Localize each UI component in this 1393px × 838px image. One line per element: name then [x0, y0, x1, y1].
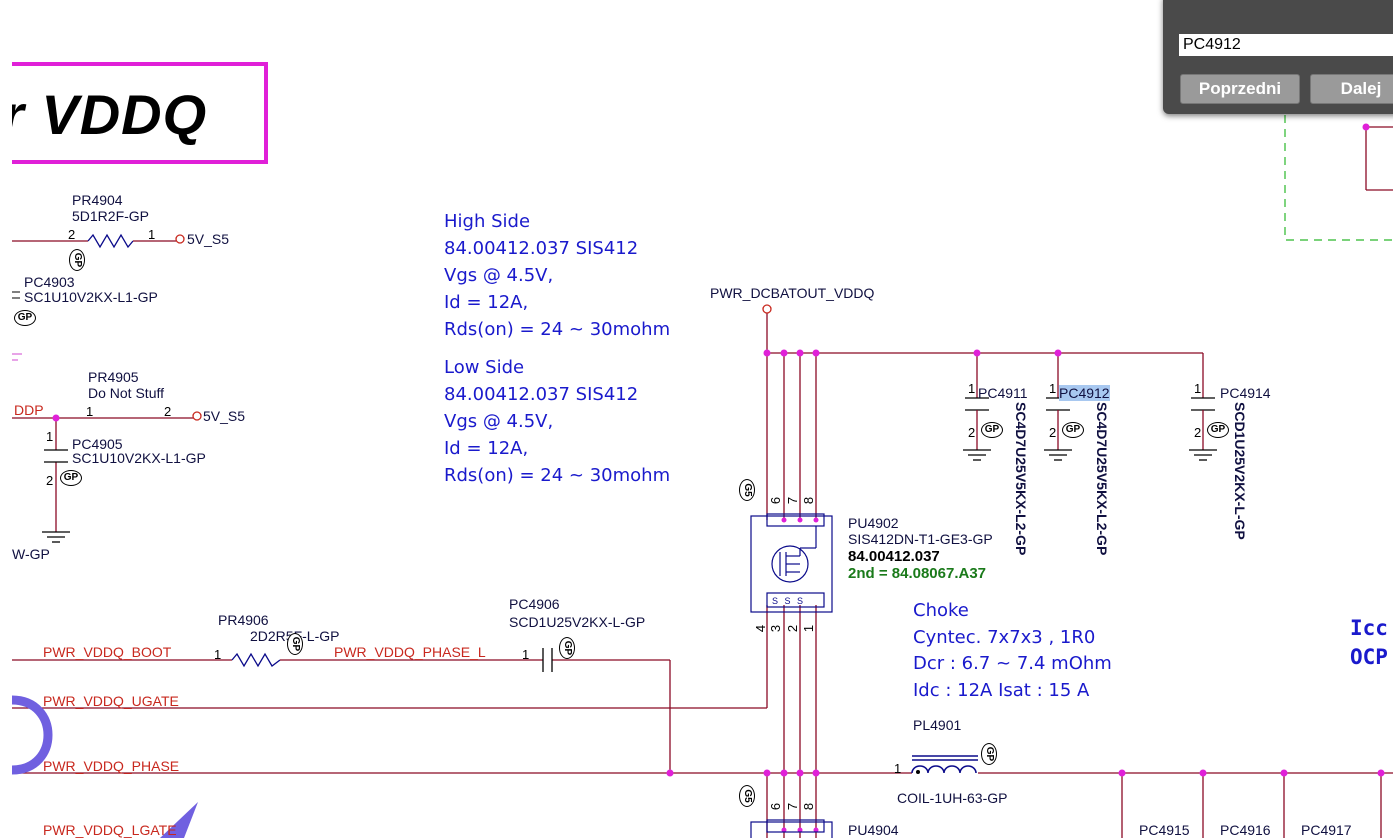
net-phase: PWR_VDDQ_PHASE	[43, 758, 180, 774]
pc4912-pin2: 2	[1049, 425, 1057, 440]
previous-button[interactable]: Poprzedni	[1180, 74, 1300, 104]
gp-badge: GP	[14, 310, 36, 326]
gp-badge: GP	[287, 633, 303, 655]
pc4905-pin2: 2	[46, 473, 54, 488]
mosfet-pin2: 2	[785, 624, 801, 633]
mosfet-source-label: S S S	[772, 596, 806, 606]
ocp-note: OCP	[1350, 645, 1388, 669]
net-boot: PWR_VDDQ_BOOT	[43, 644, 172, 660]
pc4914-pin2: 2	[1194, 425, 1202, 440]
high-side-note-3: Id = 12A,	[444, 292, 529, 313]
wgp-net: W-GP	[12, 546, 50, 562]
low-side-note-0: Low Side	[444, 357, 525, 378]
pr4904-pin1: 1	[148, 227, 156, 242]
mosfet-pin6: 6	[768, 496, 784, 505]
mosfet-pin7: 7	[785, 496, 801, 505]
mosfet-pin4: 4	[753, 624, 769, 633]
mosfet-ref: PU4902	[848, 515, 899, 531]
pr4904-ref: PR4904	[72, 192, 123, 208]
low-side-note-3: Id = 12A,	[444, 438, 529, 459]
pc4914-ref: PC4914	[1220, 385, 1271, 401]
mosfet2-ref: PU4904	[848, 822, 899, 838]
mosfet-value: SIS412DN-T1-GE3-GP	[848, 531, 993, 547]
high-side-note-2: Vgs @ 4.5V,	[444, 265, 554, 286]
mosfet2-pin7: 7	[785, 802, 801, 811]
pc4915-ref: PC4915	[1139, 822, 1190, 838]
choke-note-0: Choke	[913, 600, 969, 621]
pc4914-value: SCD1U25V2KX-L-GP	[1232, 402, 1248, 540]
pc4903-value: SC1U10V2KX-L1-GP	[24, 289, 158, 305]
mosfet-pin8: 8	[801, 496, 817, 505]
pr4904-value: 5D1R2F-GP	[72, 208, 150, 224]
gp-badge: GP	[1207, 422, 1229, 438]
pc4905-pin1: 1	[46, 429, 54, 444]
pr4904-pin2: 2	[68, 227, 76, 242]
choke-note-1: Cyntec. 7x7x3 , 1R0	[913, 627, 1096, 648]
pc4911-value: SC4D7U25V5KX-L2-GP	[1013, 402, 1029, 556]
mosfet-g-badge: G5	[739, 479, 755, 501]
find-input[interactable]: PC4912	[1179, 34, 1393, 56]
gp-badge: GP	[69, 249, 85, 271]
net-lgate: PWR_VDDQ_LGATE	[43, 822, 177, 838]
high-side-note-0: High Side	[444, 211, 531, 232]
pr4905-value: Do Not Stuff	[88, 385, 165, 401]
inductor-value: COIL-1UH-63-GP	[897, 790, 1008, 806]
gp-badge: GP	[981, 422, 1003, 438]
pc4905-value: SC1U10V2KX-L1-GP	[72, 450, 206, 466]
high-side-note-1: 84.00412.037 SIS412	[444, 238, 639, 259]
pr4905-pin2: 2	[164, 404, 172, 419]
inductor-pin1: 1	[894, 761, 902, 776]
pc4914-pin1: 1	[1194, 381, 1202, 396]
pr4905-pin1: 1	[86, 404, 94, 419]
pc4912-ref: PC4912	[1059, 385, 1110, 401]
choke-note-3: Idc : 12A Isat : 15 A	[913, 680, 1090, 701]
pc4911-ref: PC4911	[978, 385, 1028, 401]
gp-badge: GP	[60, 470, 82, 486]
dcbatout-net: PWR_DCBATOUT_VDDQ	[710, 285, 875, 301]
pc4905-ref: PC4905	[72, 436, 123, 452]
mosfet-pn: 84.00412.037	[848, 548, 940, 565]
pc4903-ref: PC4903	[24, 274, 75, 290]
net-ugate: PWR_VDDQ_UGATE	[43, 693, 179, 709]
gp-badge: GP	[981, 743, 997, 765]
pc4906-pin1: 1	[522, 647, 530, 662]
mosfet2-pin6: 6	[768, 802, 784, 811]
gp-badge: GP	[559, 637, 575, 659]
pc4906-value: SCD1U25V2KX-L-GP	[509, 614, 646, 630]
gp-badge: GP	[1062, 422, 1084, 438]
sheet-title-box: r VDDQ	[12, 62, 268, 164]
pc4911-pin1: 1	[968, 381, 976, 396]
high-side-note-4: Rds(on) = 24 ~ 30mohm	[444, 319, 671, 340]
choke-note-2: Dcr : 6.7 ~ 7.4 mOhm	[913, 653, 1112, 674]
pc4911-pin2: 2	[968, 425, 976, 440]
pr4905-ref: PR4905	[88, 369, 139, 385]
pr4906-ref: PR4906	[218, 612, 269, 628]
mosfet-pin3: 3	[768, 624, 784, 633]
pc4917-ref: PC4917	[1301, 822, 1352, 838]
pc4912-value: SC4D7U25V5KX-L2-GP	[1094, 402, 1110, 556]
icc-note: Icc	[1350, 616, 1388, 640]
mosfet2-pin8: 8	[801, 802, 817, 811]
inductor-ref: PL4901	[913, 717, 962, 733]
mosfet2-g-badge: G5	[739, 785, 755, 807]
pc4906-ref: PC4906	[509, 596, 560, 612]
low-side-note-1: 84.00412.037 SIS412	[444, 384, 639, 405]
sheet-title: r VDDQ	[12, 83, 208, 146]
net-phase-l: PWR_VDDQ_PHASE_L	[334, 644, 486, 660]
next-button[interactable]: Dalej	[1310, 74, 1393, 104]
mosfet-alt-pn: 2nd = 84.08067.A37	[848, 565, 987, 582]
pc4912-pin1: 1	[1049, 381, 1057, 396]
ddp-net: DDP	[14, 402, 44, 418]
pr4905-net: 5V_S5	[203, 408, 246, 424]
low-side-note-4: Rds(on) = 24 ~ 30mohm	[444, 465, 671, 486]
low-side-note-2: Vgs @ 4.5V,	[444, 411, 554, 432]
pr4906-pin1: 1	[214, 647, 222, 662]
find-toolbar: PC4912 Poprzedni Dalej	[1163, 0, 1393, 114]
mosfet-pin1: 1	[801, 624, 817, 633]
pr4904-net: 5V_S5	[187, 231, 230, 247]
pc4916-ref: PC4916	[1220, 822, 1271, 838]
